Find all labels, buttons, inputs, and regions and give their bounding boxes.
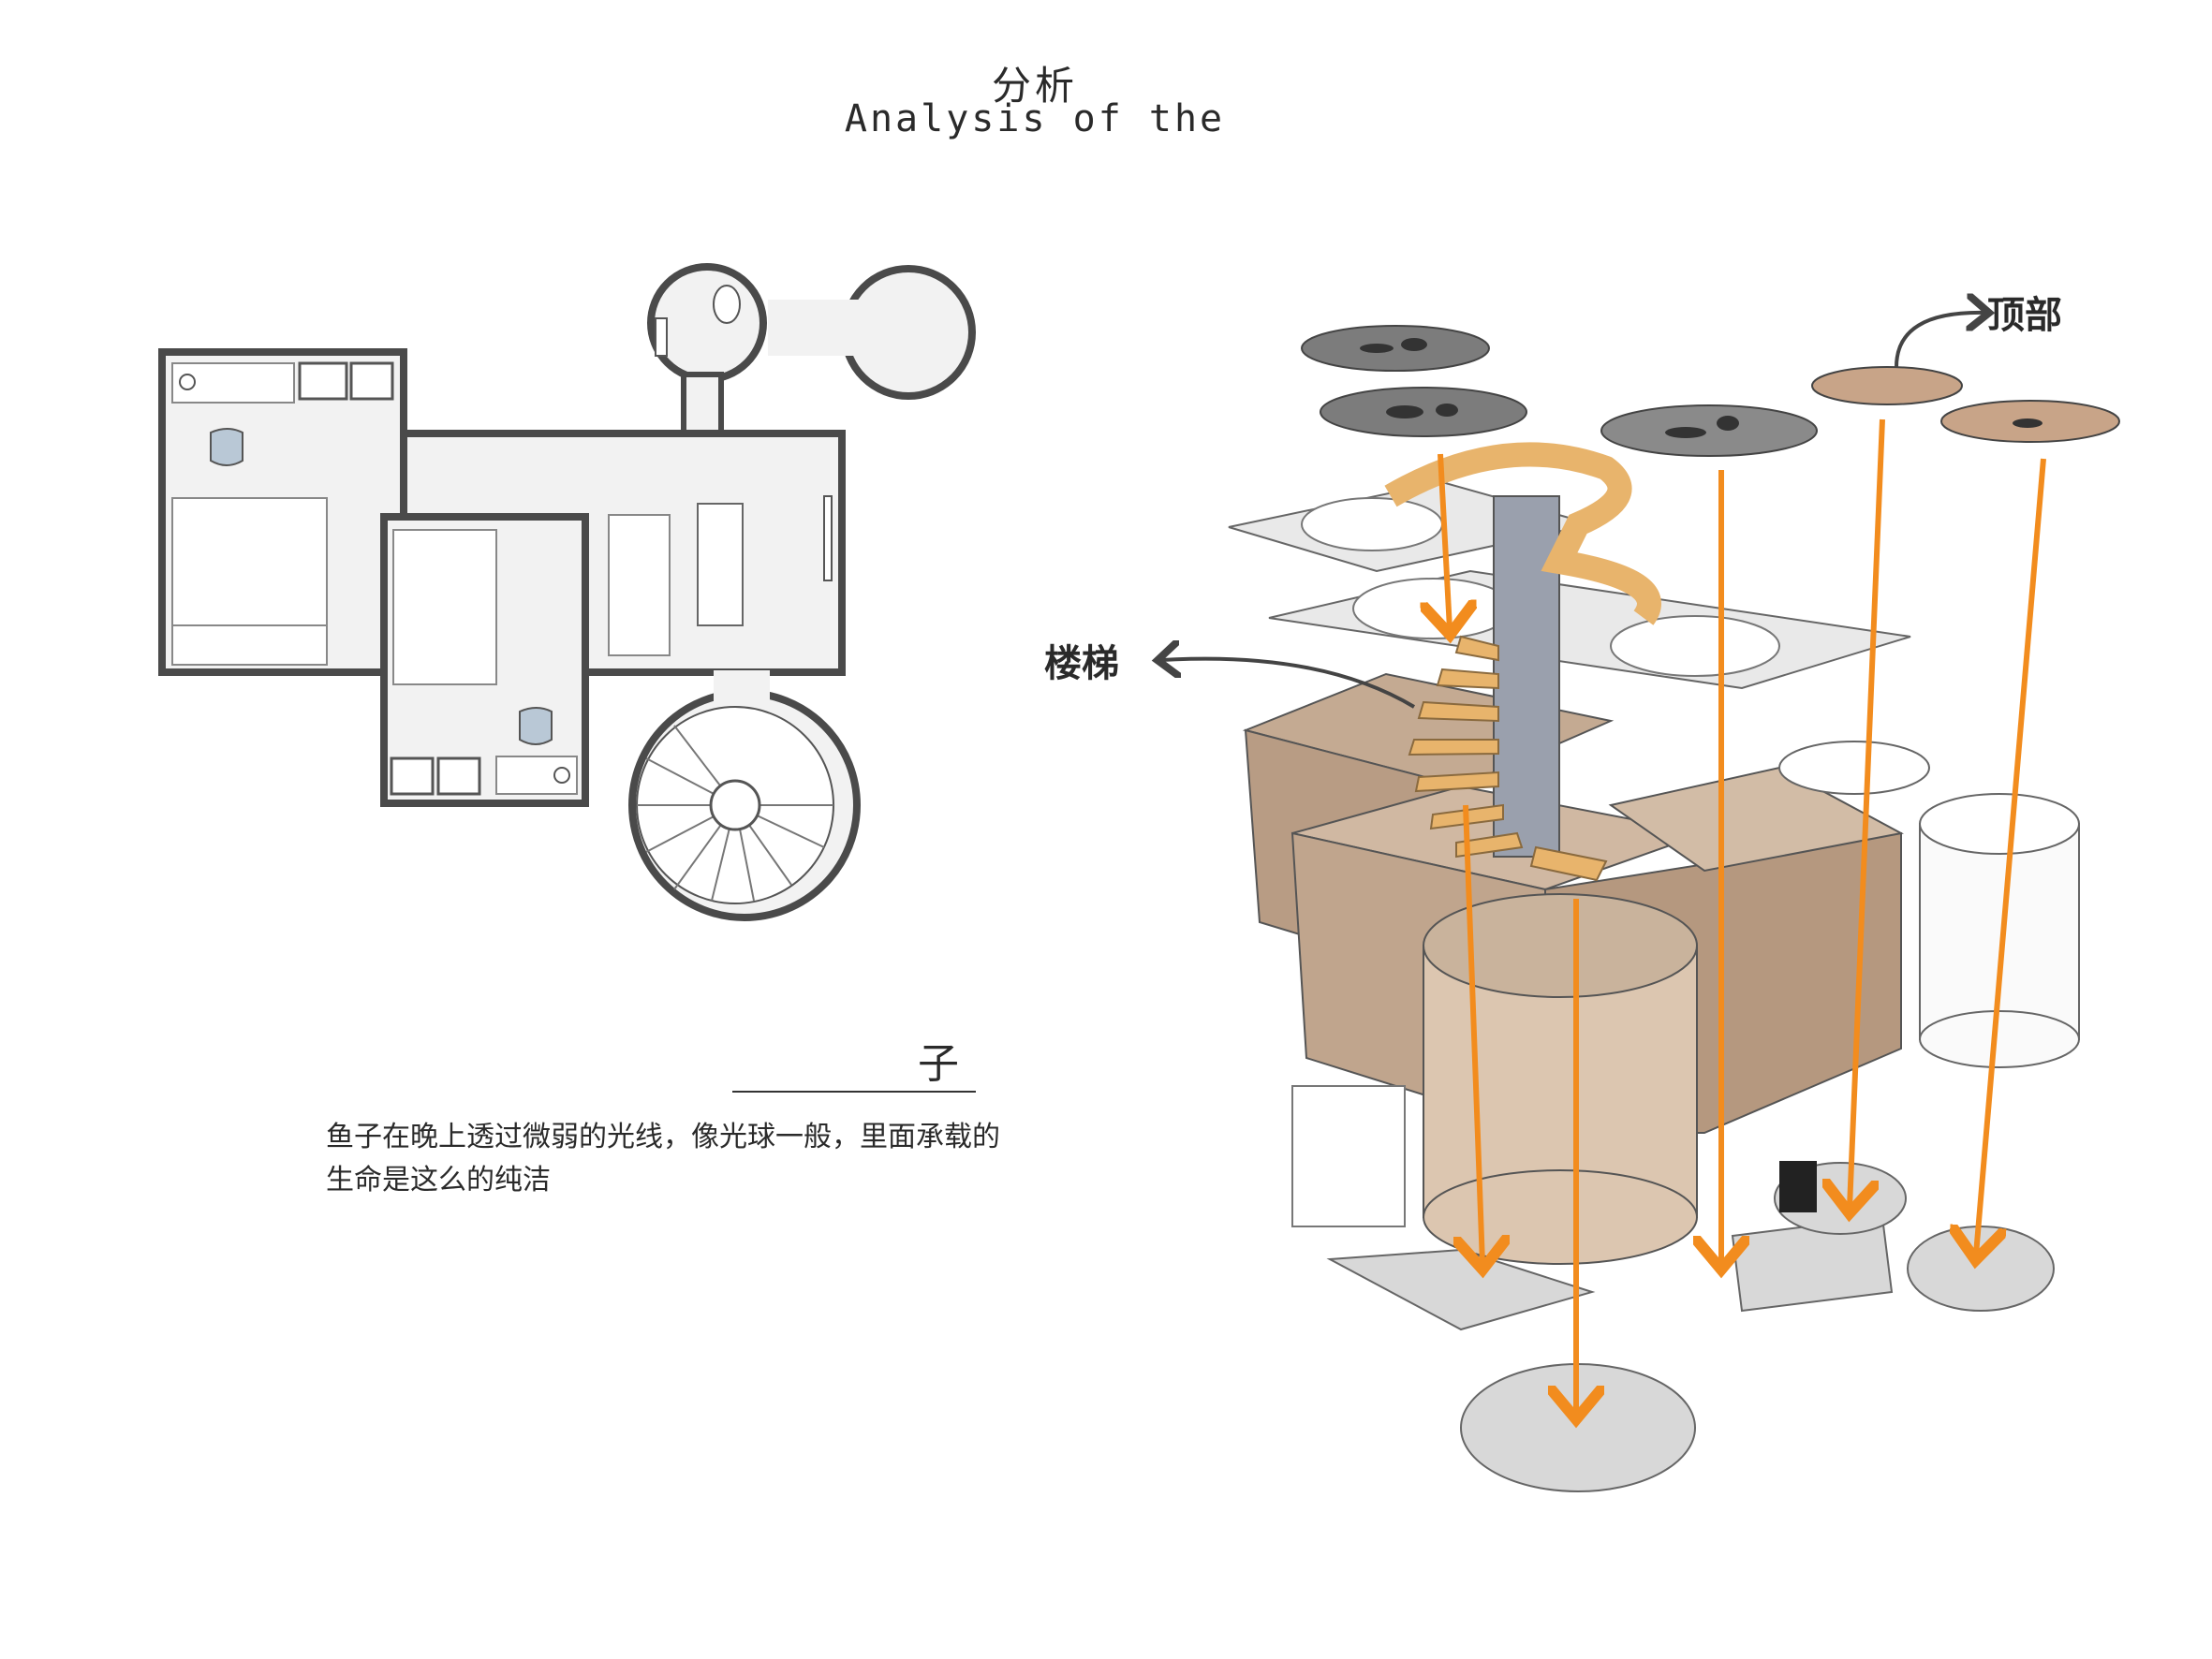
bed-left <box>171 497 328 666</box>
wardrobe-3d <box>1291 1085 1406 1227</box>
coffee-table <box>697 503 744 626</box>
floor-plan <box>158 263 976 921</box>
stair-pole <box>1493 495 1560 858</box>
section-heading: 子 <box>918 1040 959 1088</box>
bed-small <box>392 529 497 685</box>
stair-handrail <box>1384 442 1661 625</box>
slab-lower <box>1268 569 1911 690</box>
label-stairs: 楼梯 <box>1044 642 1119 685</box>
tv-3d <box>1779 1161 1817 1212</box>
roof-disc <box>1811 366 1963 405</box>
roof-disc <box>1301 325 1490 372</box>
page-title-cn: 分析 <box>991 63 1078 109</box>
sink-icon <box>655 317 668 357</box>
label-roof: 顶部 <box>1987 294 2062 337</box>
roof-fish-marks <box>1360 338 2042 438</box>
toilet-icon <box>713 285 741 324</box>
sofa <box>608 514 671 656</box>
white-cylinder <box>1778 741 1930 795</box>
section-divider <box>732 1091 976 1093</box>
page-title-en: Analysis of the <box>844 97 1226 140</box>
chair-icon <box>210 428 243 466</box>
exploded-axonometric <box>1161 313 2120 1492</box>
roof-leader <box>1895 313 1985 368</box>
stairs-leader <box>1161 659 1416 709</box>
ground-floor <box>1326 1248 1596 1331</box>
caption-text: 鱼子在晚上透过微弱的光线，像光球一般，里面承载的生命是这么的纯洁 <box>326 1121 1000 1197</box>
wardrobe <box>171 362 295 404</box>
roof-disc <box>1600 404 1818 457</box>
projection-arrows <box>1440 418 2046 1414</box>
